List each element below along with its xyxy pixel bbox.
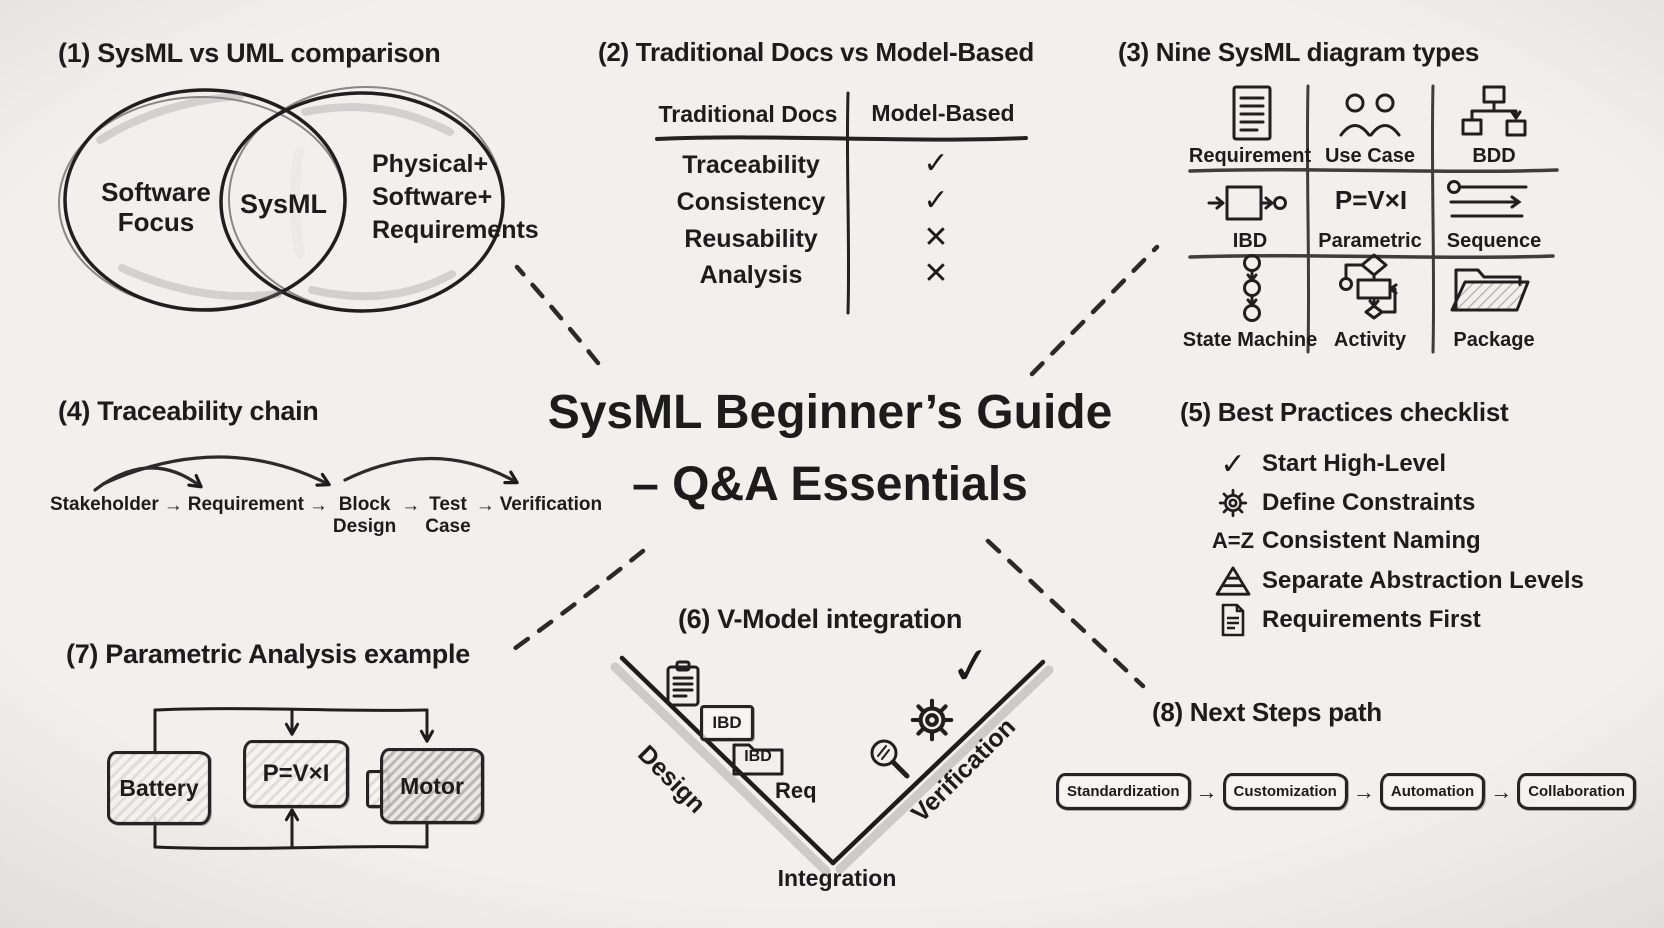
constraint-block: P=V×I xyxy=(243,740,349,808)
section6-title: (6) V-Model integration xyxy=(677,604,963,634)
venn-left-label-line2: Focus xyxy=(117,207,195,237)
checklist-label: Consistent Naming xyxy=(1262,527,1481,554)
step-automation: Automation xyxy=(1379,773,1486,810)
venn-right-label-line3: Requirements xyxy=(372,216,539,244)
use-case-people-icon xyxy=(1339,93,1401,137)
step-arrow: → xyxy=(1352,778,1375,804)
step-standardization: Standardization xyxy=(1056,773,1191,810)
grid-label-package: Package xyxy=(1453,329,1535,351)
v-model-req-label: Req xyxy=(775,778,817,803)
package-folder-icon xyxy=(1450,268,1530,312)
traceability-arcs xyxy=(93,455,519,492)
venn-right-label-line1: Physical+ xyxy=(372,150,489,178)
section5-title: (5) Best Practices checklist xyxy=(1180,397,1509,427)
pyramid-levels-icon xyxy=(1215,566,1251,596)
checklist-item-requirements-first: Requirements First xyxy=(1204,602,1481,638)
step-customization: Customization xyxy=(1222,773,1348,810)
parametric-formula: P=V×I xyxy=(1334,185,1408,215)
page-title-line1: SysML Beginner’s Guide xyxy=(547,386,1113,439)
table-row-feature: Consistency xyxy=(676,188,826,216)
bdd-tree-icon xyxy=(1461,85,1527,137)
table-row-mark: ✕ xyxy=(923,221,949,254)
chain-node-requirement: Requirement xyxy=(187,494,304,515)
checklist-item-start-high-level: ✓ Start High-Level xyxy=(1204,448,1446,482)
checklist-label: Separate Abstraction Levels xyxy=(1262,566,1584,594)
sequence-lifeline-icon xyxy=(1447,180,1528,218)
page-title-line2: – Q&A Essentials xyxy=(632,458,1028,511)
clipboard-icon xyxy=(666,660,700,707)
dashed-connectors xyxy=(511,244,1160,689)
grid-label-state-machine: State Machine xyxy=(1182,329,1318,351)
section3-title: (3) Nine SysML diagram types xyxy=(1118,37,1480,67)
checklist-item-consistent-naming: A=Z Consistent Naming xyxy=(1204,527,1481,555)
grid-label-requirement: Requirement xyxy=(1188,145,1312,167)
grid-label-use-case: Use Case xyxy=(1324,145,1416,167)
table-row-feature: Reusability xyxy=(684,225,818,253)
venn-middle-label: SysML xyxy=(240,189,328,219)
checklist-label: Requirements First xyxy=(1262,605,1481,633)
section4-title: (4) Traceability chain xyxy=(58,396,319,426)
section1-title: (1) SysML vs UML comparison xyxy=(58,38,441,68)
ibd-box: IBD xyxy=(700,705,754,741)
step-arrow: → xyxy=(1490,778,1513,804)
grid-label-activity: Activity xyxy=(1333,329,1407,351)
grid-label-sequence: Sequence xyxy=(1446,230,1542,252)
checklist-label: Start High-Level xyxy=(1262,450,1447,478)
section2-title: (2) Traditional Docs vs Model-Based xyxy=(598,37,1034,67)
diagram-grid-rules xyxy=(1188,84,1559,354)
check-icon: ✓ xyxy=(1220,448,1246,481)
gear-icon xyxy=(1218,488,1248,518)
document-icon xyxy=(1221,603,1245,637)
table-row-mark: ✓ xyxy=(923,147,949,180)
v-model-integration-label: Integration xyxy=(777,865,897,891)
grid-label-parametric: Parametric xyxy=(1318,230,1422,252)
motor-block: Motor xyxy=(380,748,484,824)
checklist-label: Define Constraints xyxy=(1262,488,1476,516)
gear-icon xyxy=(910,698,954,742)
checklist-item-define-constraints: Define Constraints xyxy=(1204,487,1475,519)
table-row-feature: Traceability xyxy=(682,151,820,179)
activity-flow-icon xyxy=(1339,253,1398,320)
table-header-model-based: Model-Based xyxy=(871,100,1015,126)
battery-block: Battery xyxy=(107,751,211,825)
ibd-folder-label: IBD xyxy=(744,748,772,765)
chain-arrow: → xyxy=(308,495,328,516)
section8-title: (8) Next Steps path xyxy=(1152,697,1382,727)
checklist-item-abstraction-levels: Separate Abstraction Levels xyxy=(1204,565,1584,597)
table-row-feature: Analysis xyxy=(699,261,803,289)
grid-label-bdd: BDD xyxy=(1472,145,1516,167)
chain-arrow: → xyxy=(475,495,495,516)
v-model-shape xyxy=(610,655,1054,876)
grid-label-ibd: IBD xyxy=(1232,230,1268,252)
venn-right-label-line2: Software+ xyxy=(372,183,493,211)
chain-arrow: → xyxy=(163,495,183,516)
chain-node-verification: Verification xyxy=(499,494,603,515)
state-machine-icon xyxy=(1243,254,1261,322)
venn-left-label-line1: Software xyxy=(101,177,211,207)
section7-title: (7) Parametric Analysis example xyxy=(66,639,470,669)
az-naming-icon: A=Z xyxy=(1211,528,1255,554)
ibd-block-icon xyxy=(1207,185,1287,221)
chain-node-stakeholder: Stakeholder xyxy=(50,494,159,515)
table-header-traditional: Traditional Docs xyxy=(658,101,838,127)
table-row-mark: ✕ xyxy=(923,257,949,290)
ibd-folder-icon xyxy=(732,743,784,776)
chain-arrow: → xyxy=(401,495,421,516)
next-steps-path: Standardization → Customization → Automa… xyxy=(1056,773,1636,810)
venn-diagram xyxy=(58,86,505,313)
table-row-mark: ✓ xyxy=(923,184,949,217)
magnifier-icon xyxy=(870,739,910,779)
step-collaboration: Collaboration xyxy=(1517,773,1636,810)
comparison-table-rules xyxy=(655,91,1028,315)
requirement-document-icon xyxy=(1232,85,1272,141)
check-icon: ✓ xyxy=(946,635,996,697)
step-arrow: → xyxy=(1195,778,1218,804)
